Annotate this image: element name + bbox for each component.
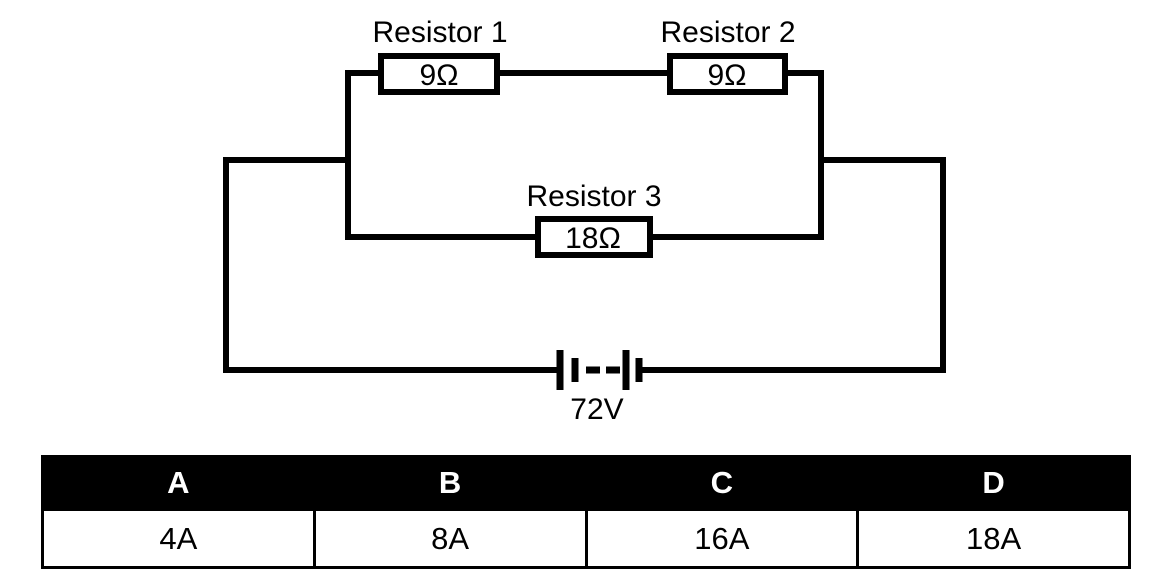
circuit-diagram: Resistor 1 9Ω Resistor 2 9Ω Resistor 3 1… (223, 16, 946, 426)
answer-header-d[interactable]: D (856, 455, 1131, 511)
answer-header-a[interactable]: A (41, 455, 316, 511)
answer-header-row: A B C D (41, 455, 1131, 511)
resistor-1-value: 9Ω (419, 59, 458, 92)
answer-header-b[interactable]: B (312, 455, 588, 511)
answer-value-c[interactable]: 16A (584, 508, 860, 569)
answer-value-d[interactable]: 18A (856, 508, 1131, 569)
resistor-1-label: Resistor 1 (372, 16, 507, 49)
resistor-3-box (535, 216, 653, 258)
resistor-2-box (667, 53, 788, 95)
resistor-1-box (378, 53, 500, 95)
resistor-2-value: 9Ω (707, 59, 746, 92)
resistor-2-label: Resistor 2 (660, 16, 795, 49)
resistor-3-value: 18Ω (565, 222, 621, 255)
answer-header-c[interactable]: C (584, 455, 860, 511)
answer-value-row: 4A 8A 16A 18A (41, 508, 1131, 569)
battery-voltage-label: 72V (570, 393, 623, 426)
answer-choices-table: A B C D 4A 8A 16A 18A (41, 455, 1131, 569)
answer-value-b[interactable]: 8A (312, 508, 588, 569)
resistor-3-label: Resistor 3 (526, 180, 661, 213)
circuit-schematic: Resistor 1 9Ω Resistor 2 9Ω Resistor 3 1… (223, 16, 946, 426)
battery-symbol (556, 350, 643, 390)
answer-value-a[interactable]: 4A (41, 508, 316, 569)
